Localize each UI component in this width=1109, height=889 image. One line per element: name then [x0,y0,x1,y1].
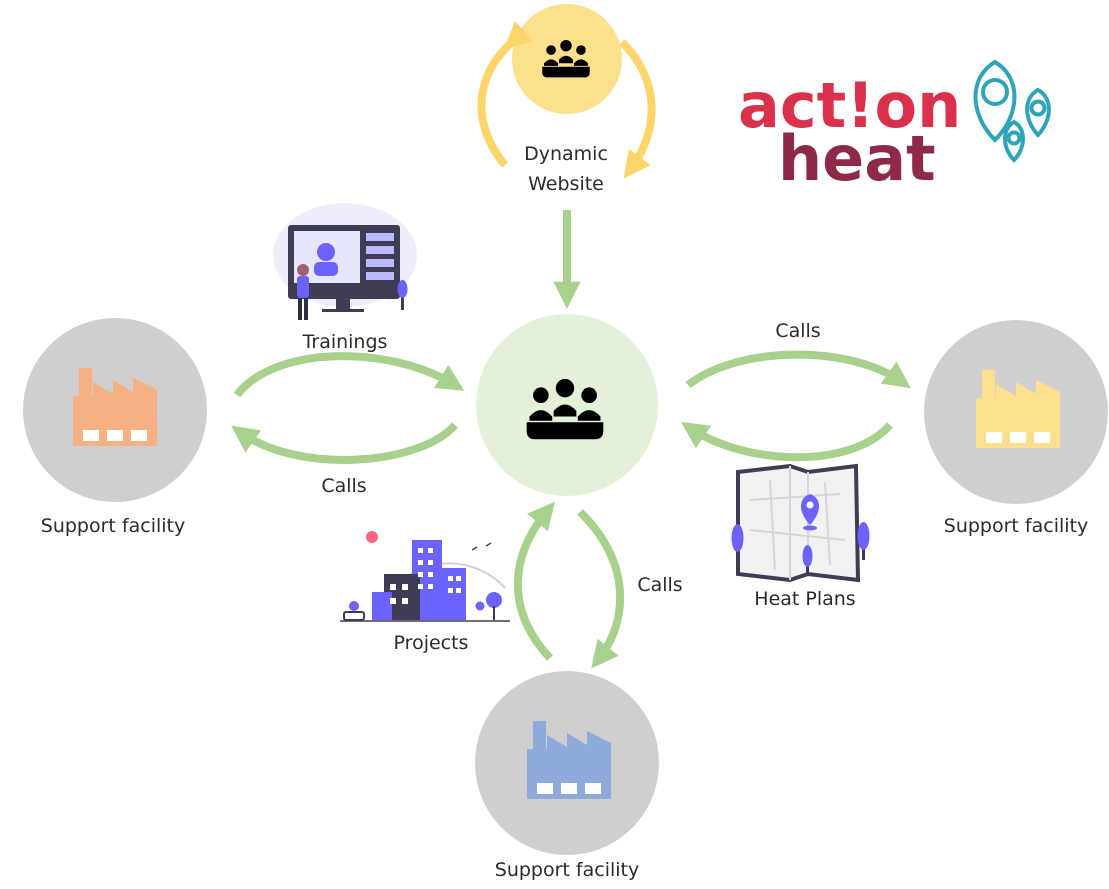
trainings-illustration: Trainings [273,203,417,353]
support-facility-bottom: Support facility [475,671,659,881]
support-facility-left: Support facility [23,318,207,537]
logo-line2: heat [778,122,936,195]
central-hub [476,314,658,496]
right-flow-arrow-to-hub [680,421,893,462]
logo-line1: act!on [738,69,961,142]
right-flow-arrow-to-facility [685,350,911,389]
trainings-label: Trainings [302,331,388,353]
website-cycle-arrow-right [619,39,656,179]
facility-bottom-label: Support facility [495,859,639,881]
support-facility-right: Support facility [924,320,1108,537]
factory-icon [73,368,157,446]
bottom-calls-label: Calls [637,574,682,596]
location-pin-icon [973,59,1051,163]
website-label-line1: Dynamic [524,143,608,165]
website-label-line2: Website [528,173,604,195]
left-calls-label: Calls [321,475,366,497]
projects-label: Projects [394,632,469,654]
heat-plans-illustration: Heat Plans [731,463,870,610]
heat-plans-label: Heat Plans [754,588,855,610]
left-flow-arrow-to-hub [233,352,465,398]
right-calls-label: Calls [775,320,820,342]
action-heat-logo: act!on heat [738,59,1051,195]
facility-left-label: Support facility [41,515,185,537]
factory-icon [527,721,611,799]
projects-illustration: Projects [340,531,510,654]
factory-icon [976,370,1060,448]
dynamic-website-node: Dynamic Website [477,4,656,195]
facility-right-label: Support facility [944,515,1088,537]
bottom-flow-arrow-to-hub [513,501,556,661]
bottom-flow-arrow-to-facility [577,509,625,669]
left-flow-arrow-to-facility [231,422,459,464]
website-cycle-arrow-left [477,20,534,168]
